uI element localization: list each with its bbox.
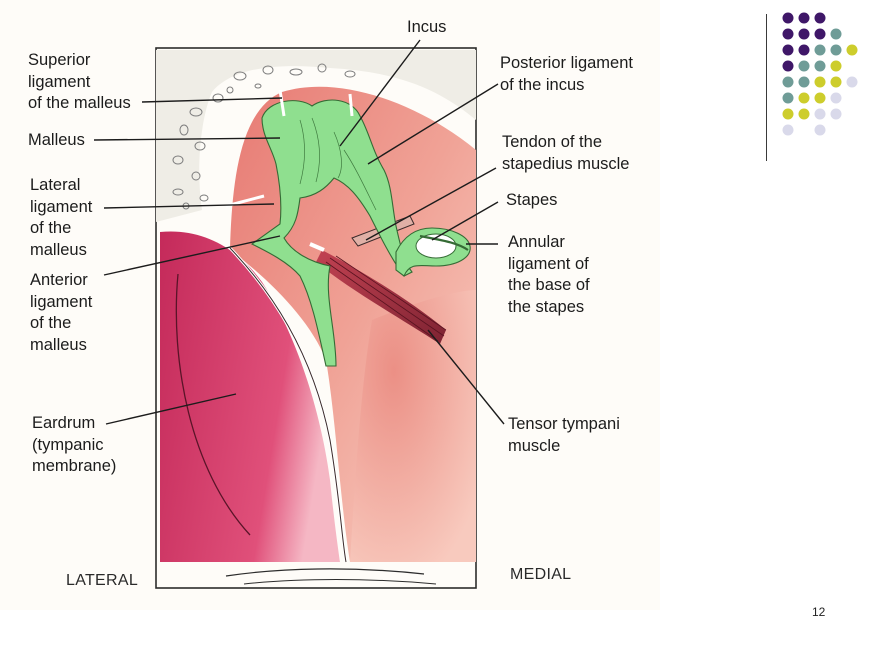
bony-roof <box>156 50 476 222</box>
decorative-dot-grid <box>782 12 858 136</box>
bone-speckles <box>172 63 356 210</box>
decorative-dot <box>830 44 842 56</box>
decorative-dot <box>798 76 810 88</box>
decorative-dot <box>782 92 794 104</box>
eardrum <box>160 231 340 562</box>
decorative-dot <box>814 12 826 24</box>
decorative-dot <box>830 92 842 104</box>
label-tendon-stapedius: Tendon of the stapedius muscle <box>502 133 630 173</box>
decorative-dot <box>782 124 794 136</box>
decorative-dot <box>798 60 810 72</box>
decorative-dot <box>814 44 826 56</box>
decorative-dot <box>830 76 842 88</box>
decorative-dot <box>814 76 826 88</box>
decorative-dot <box>814 124 826 136</box>
malleus-incus <box>250 99 413 367</box>
label-posterior-ligament: Posterior ligament of the incus <box>500 54 633 94</box>
decorative-divider-line <box>766 14 767 161</box>
decorative-dot <box>798 28 810 40</box>
decorative-dot <box>830 108 842 120</box>
label-malleus: Malleus <box>28 131 85 149</box>
decorative-dot <box>798 12 810 24</box>
tensor-tympani-muscle <box>316 250 446 344</box>
decorative-dot <box>782 60 794 72</box>
label-tensor-tympani: Tensor tympani muscle <box>508 415 620 455</box>
decorative-dot <box>814 108 826 120</box>
medial-wall <box>350 290 476 562</box>
leader-lines <box>93 39 505 425</box>
decorative-dot <box>814 60 826 72</box>
decorative-dot <box>814 92 826 104</box>
label-incus: Incus <box>407 18 447 36</box>
label-eardrum: Eardrum (tympanic membrane) <box>32 414 117 475</box>
orientation-lateral: LATERAL <box>66 572 139 589</box>
decorative-dot <box>846 44 858 56</box>
decorative-dot <box>830 28 842 40</box>
decorative-dot <box>782 44 794 56</box>
page-number: 12 <box>812 605 826 619</box>
decorative-dot <box>782 12 794 24</box>
decorative-dot <box>782 76 794 88</box>
label-anterior-ligament: Anterior ligament of the malleus <box>30 271 93 354</box>
decorative-dot <box>798 92 810 104</box>
label-lateral-ligament: Lateral ligament of the malleus <box>30 176 93 259</box>
label-annular-ligament: Annular ligament of the base of the stap… <box>508 233 590 316</box>
decorative-dot <box>782 28 794 40</box>
decorative-dot <box>830 60 842 72</box>
decorative-dot <box>782 108 794 120</box>
label-stapes: Stapes <box>506 191 558 209</box>
decorative-dot <box>798 44 810 56</box>
decorative-dot <box>814 28 826 40</box>
decorative-dot <box>798 108 810 120</box>
ear-anatomy-diagram <box>93 39 505 589</box>
orientation-medial: MEDIAL <box>510 566 572 583</box>
label-superior-ligament: Superior ligament of the malleus <box>28 51 131 112</box>
decorative-dot <box>846 76 858 88</box>
